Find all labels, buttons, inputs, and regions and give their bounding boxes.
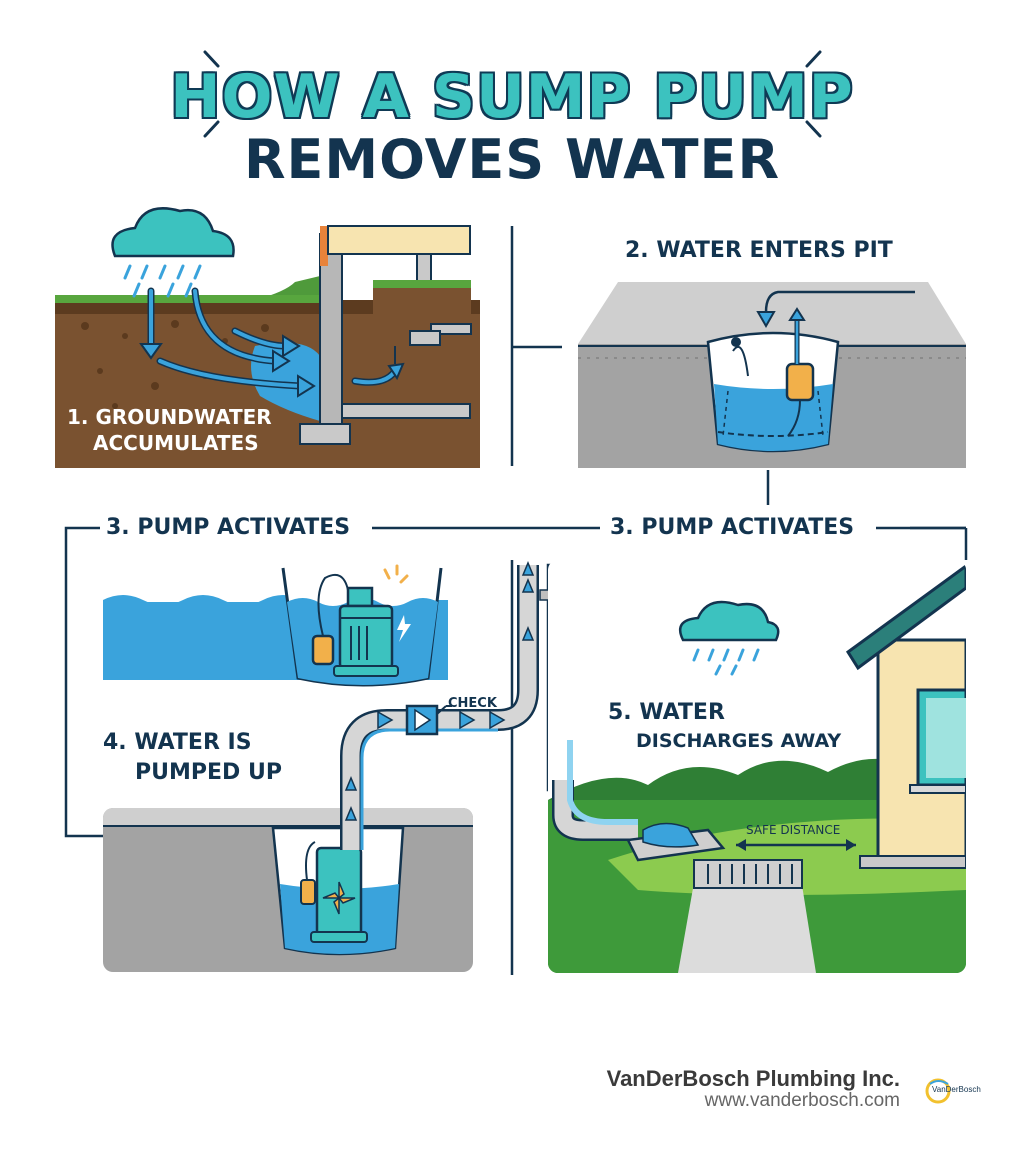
step4-label-line2: PUMPED UP: [135, 760, 282, 785]
panel-pump-activates: [103, 560, 448, 690]
panel-groundwater: 1. GROUNDWATER ACCUMULATES: [55, 196, 480, 468]
step4-label-line1: 4. WATER IS: [103, 730, 252, 755]
company-name: VanDerBosch Plumbing Inc.: [606, 1066, 900, 1091]
company-url: www.vanderbosch.com: [704, 1090, 900, 1111]
step1-label-line2: ACCUMULATES: [93, 431, 259, 455]
connector-lines: [64, 226, 968, 975]
logo-text: VanDerBosch: [932, 1085, 981, 1094]
pump-activates-illustration: [103, 564, 448, 687]
panel-water-enters-pit: [578, 276, 966, 468]
title-line-1: HOW A SUMP PUMP: [170, 62, 854, 132]
title-line-2: REMOVES WATER: [243, 128, 781, 191]
step3b-label: 3. PUMP ACTIVATES: [610, 515, 855, 540]
pumped-up-illustration: [103, 808, 473, 972]
pit-illustration: [578, 282, 966, 468]
step5-label-line1: 5. WATER: [608, 700, 725, 725]
company-logo: VanDerBosch: [924, 1076, 981, 1106]
safe-distance-label: SAFE DISTANCE: [746, 823, 841, 837]
discharge-illustration: [548, 560, 966, 973]
groundwater-illustration: [55, 207, 480, 468]
panel-discharge: 5. WATER DISCHARGES AWAY SAFE DISTANCE: [548, 560, 966, 973]
step2-label: 2. WATER ENTERS PIT: [625, 238, 893, 263]
title-sparkles: [178, 50, 848, 138]
step1-label-line1: 1. GROUNDWATER: [67, 405, 272, 429]
step5-label-line2: DISCHARGES AWAY: [636, 730, 842, 752]
check-valve-label-line1: CHECK: [448, 696, 497, 711]
panel-pumped-up: [103, 808, 473, 972]
step3a-label: 3. PUMP ACTIVATES: [106, 515, 351, 540]
logo-icon: [925, 1078, 951, 1104]
